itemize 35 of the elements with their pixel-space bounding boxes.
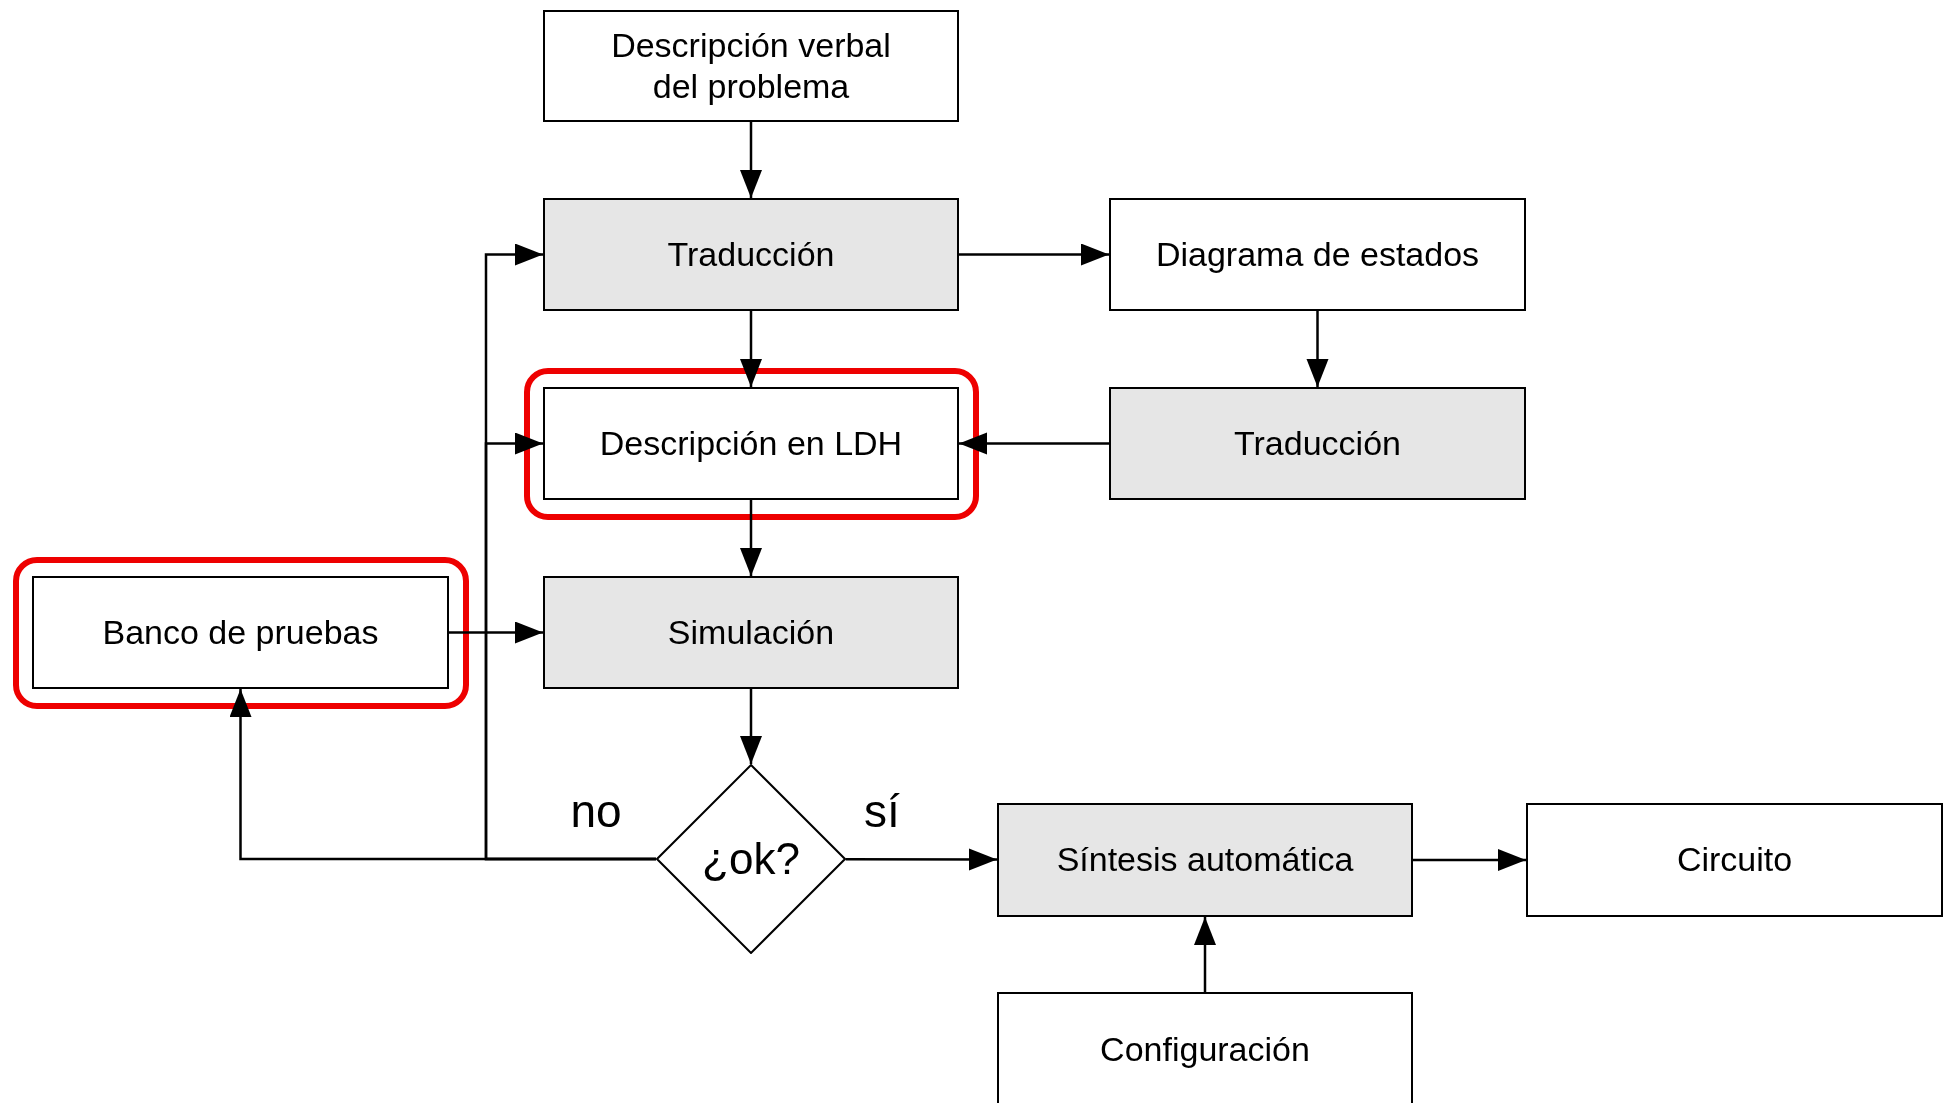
process-box (997, 992, 1413, 1103)
process-box (1109, 387, 1526, 500)
box-label: Diagrama de estados (1155, 233, 1480, 275)
arrow (484, 432, 656, 861)
process-box (32, 576, 449, 689)
process-box (997, 803, 1413, 917)
highlight-frame (13, 557, 469, 709)
arrow (740, 311, 762, 387)
arrow (1306, 311, 1329, 387)
process-box (543, 576, 959, 689)
process-box (1109, 198, 1526, 311)
box-label: Descripción en LDH (599, 422, 903, 464)
arrow (845, 848, 997, 871)
arrow (449, 621, 543, 644)
box-label: Traducción (1234, 422, 1401, 464)
highlight-frame (524, 368, 979, 520)
process-box (543, 198, 959, 311)
box-label: Descripción verbal del problema (610, 24, 892, 107)
box-label: Simulación (667, 611, 835, 653)
box-label: Síntesis automática (1056, 839, 1354, 881)
process-box (543, 10, 959, 122)
box-label: Circuito (1676, 839, 1793, 881)
process-box (1526, 803, 1943, 917)
arrow (740, 689, 762, 764)
arrow (1413, 849, 1526, 871)
arrow (740, 500, 762, 576)
box-label: Banco de pruebas (102, 611, 379, 653)
box-label: Traducción (667, 233, 835, 275)
process-box (543, 387, 959, 500)
arrow (959, 432, 1109, 455)
box-label: ¿ok? (702, 833, 800, 886)
arrow (740, 122, 762, 198)
box-label: Configuración (1100, 1029, 1310, 1071)
arrow (1194, 917, 1216, 992)
arrow (959, 243, 1109, 266)
